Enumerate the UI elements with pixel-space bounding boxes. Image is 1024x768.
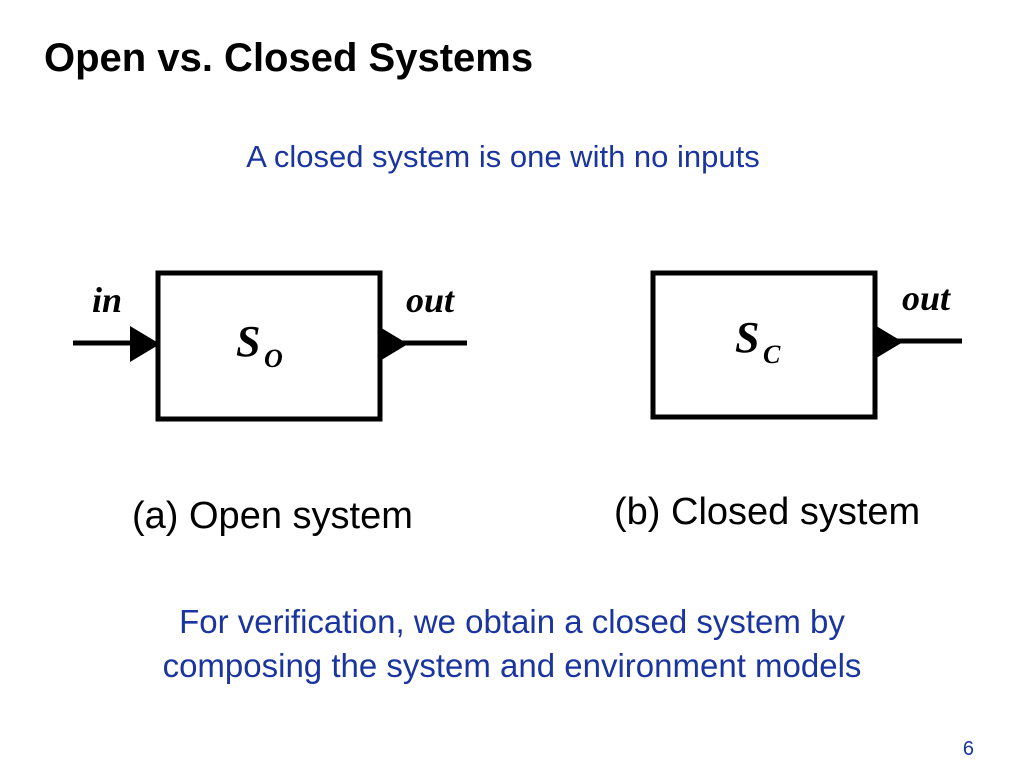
closed-system-subscript: C: [763, 340, 781, 369]
open-system-box: [155, 270, 383, 422]
open-system-output-label: out: [406, 280, 455, 320]
page-number: 6: [962, 738, 974, 760]
open-system-input-arrow: [130, 326, 160, 362]
closed-system-output-label: out: [902, 278, 951, 318]
open-system-caption: (a) Open system: [132, 495, 413, 537]
open-system-subscript: O: [264, 344, 283, 373]
open-system-input-label: in: [92, 280, 122, 320]
open-system-symbol: S: [236, 317, 260, 366]
closed-system-output-marker: [873, 324, 903, 360]
closed-system-box: [650, 270, 878, 420]
closed-system-caption: (b) Closed system: [614, 491, 920, 533]
open-system-diagram: in out S O (a) Open system: [73, 270, 467, 537]
slide-title: Open vs. Closed Systems: [44, 36, 534, 80]
verification-note: For verification, we obtain a closed sys…: [0, 600, 1024, 688]
open-system-output-marker: [378, 326, 408, 362]
closed-system-symbol: S: [735, 313, 759, 362]
verification-note-line-2: composing the system and environment mod…: [162, 647, 862, 684]
slide-subtitle: A closed system is one with no inputs: [246, 139, 760, 174]
closed-system-diagram: out S C (b) Closed system: [614, 270, 962, 533]
verification-note-line-1: For verification, we obtain a closed sys…: [179, 603, 845, 640]
